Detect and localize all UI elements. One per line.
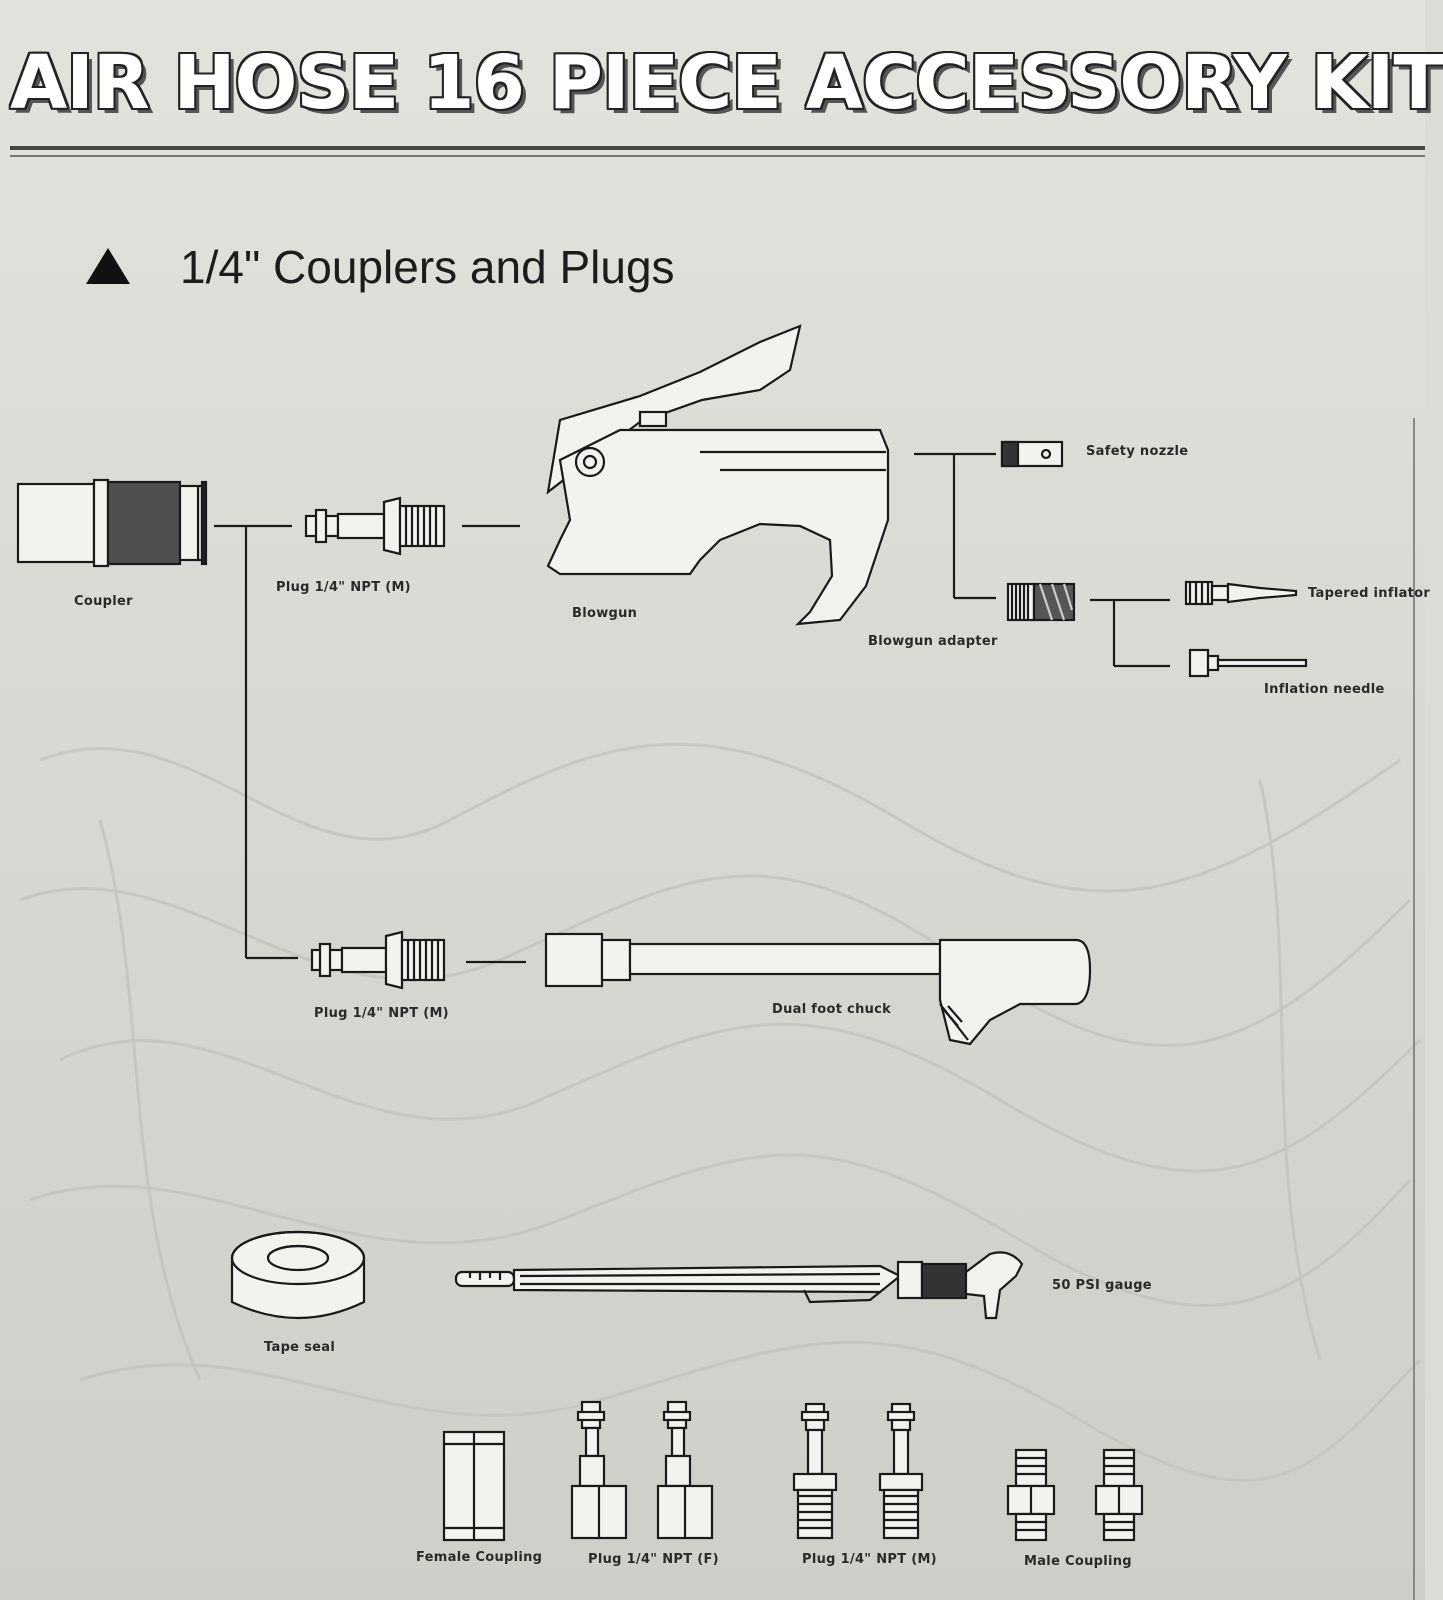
label-blowgun: Blowgun	[572, 606, 638, 621]
label-plug-top: Plug 1/4" NPT (M)	[276, 580, 411, 595]
label-psi-gauge: 50 PSI gauge	[1052, 1278, 1152, 1293]
label-female-coupling: Female Coupling	[416, 1550, 543, 1565]
male-coupling-drawing-2	[1094, 1448, 1144, 1542]
plug-top-drawing	[304, 496, 446, 556]
hose-background-pattern	[19, 742, 1422, 1482]
label-plug-f: Plug 1/4" NPT (F)	[588, 1552, 719, 1567]
coupler-drawing	[16, 478, 208, 568]
blowgun-adapter-drawing	[1006, 582, 1076, 622]
plug-m-drawing-2	[878, 1402, 924, 1540]
plug-f-drawing-1	[570, 1400, 628, 1540]
plug-mid-drawing	[310, 930, 446, 990]
inflation-needle-drawing	[1188, 648, 1308, 678]
safety-nozzle-drawing	[1000, 440, 1064, 468]
label-tapered-inflator: Tapered inflator	[1308, 586, 1431, 601]
label-coupler: Coupler	[74, 594, 133, 609]
plug-f-drawing-2	[656, 1400, 714, 1540]
section-title: 1/4" Couplers and Plugs	[180, 241, 675, 293]
plug-m-drawing-1	[792, 1402, 838, 1540]
label-safety-nozzle: Safety nozzle	[1086, 444, 1189, 459]
tape-seal-drawing	[230, 1230, 366, 1320]
page-title: AIR HOSE 16 PIECE ACCESSORY KIT	[10, 40, 1443, 126]
label-plug-mid: Plug 1/4" NPT (M)	[314, 1006, 449, 1021]
psi-gauge-drawing	[454, 1251, 1024, 1320]
triangle-bullet-icon	[86, 248, 130, 284]
label-inflation-needle: Inflation needle	[1264, 682, 1385, 697]
dual-foot-chuck-drawing	[544, 932, 1092, 1046]
blowgun-drawing	[546, 324, 890, 626]
label-blowgun-adapter: Blowgun adapter	[868, 634, 998, 649]
label-male-coupling: Male Coupling	[1024, 1554, 1132, 1569]
label-tape-seal: Tape seal	[264, 1340, 336, 1355]
header-rule	[10, 146, 1425, 157]
connector-lines	[214, 452, 1170, 964]
male-coupling-drawing-1	[1006, 1448, 1056, 1542]
label-dual-foot-chuck: Dual foot chuck	[772, 1002, 892, 1017]
female-coupling-drawing	[442, 1430, 506, 1542]
label-plug-m-bottom: Plug 1/4" NPT (M)	[802, 1552, 937, 1567]
tapered-inflator-drawing	[1184, 580, 1298, 606]
